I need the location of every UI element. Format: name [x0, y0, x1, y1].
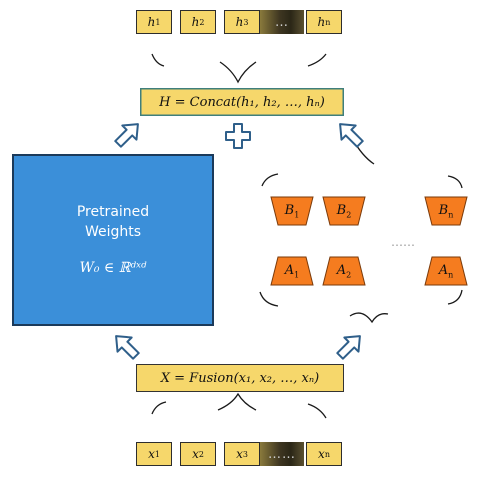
connector-h1: [151, 53, 165, 67]
weights-formula: W₀ ∈ ℝᵈˣᵈ: [79, 260, 147, 276]
adapter-b1: B1: [270, 196, 314, 226]
output-ellipsis: …: [260, 10, 304, 34]
weights-title-line1: Pretrained: [76, 204, 150, 220]
adapter-a1: A1: [270, 256, 314, 286]
arrow-weights-to-concat: [114, 123, 139, 148]
adapter-a2: A2: [322, 256, 366, 286]
arrow-fusion-to-adapters: [336, 335, 361, 360]
connector-h2-h3: [219, 61, 257, 84]
input-ellipsis: ……: [260, 442, 304, 466]
fusion-box: X = Fusion(x₁, x₂, …, xₙ): [136, 364, 344, 392]
connector-x1: [151, 401, 167, 415]
brace-top-left: [261, 173, 279, 187]
arrow-fusion-to-weights: [115, 335, 140, 360]
connector-adapters-fusion: [349, 312, 389, 324]
brace-top-right: [447, 175, 463, 189]
adapter-b2: B2: [322, 196, 366, 226]
adapter-bn: Bn: [424, 196, 468, 226]
concat-box: H = Concat(h₁, h₂, …, hₙ): [140, 88, 344, 116]
weights-title-line2: Weights: [84, 224, 142, 240]
adapter-ellipsis: ……: [391, 235, 415, 249]
pretrained-weights-block: Pretrained Weights W₀ ∈ ℝᵈˣᵈ: [12, 154, 214, 326]
plus-icon: [225, 123, 251, 149]
connector-hn: [307, 53, 327, 67]
connector-xn: [307, 403, 327, 419]
brace-bottom-left: [259, 291, 279, 307]
connector-x2-x3: [217, 392, 257, 411]
arrow-concat-to-adapters: [339, 123, 364, 148]
brace-bottom-right: [447, 289, 463, 305]
adapter-an: An: [424, 256, 468, 286]
